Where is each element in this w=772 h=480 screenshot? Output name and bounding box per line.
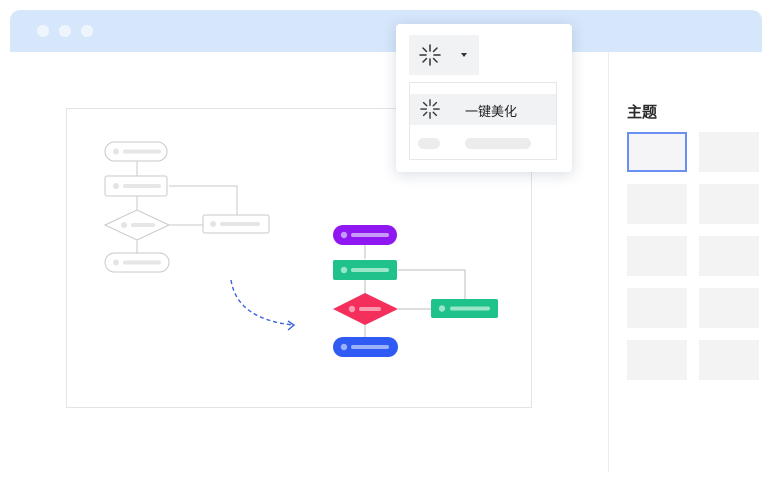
theme-swatch[interactable]	[627, 340, 687, 380]
theme-swatch[interactable]	[699, 236, 759, 276]
connector	[398, 269, 466, 299]
theme-swatch[interactable]	[699, 288, 759, 328]
beautify-menu: 一键美化	[409, 82, 557, 160]
transform-arrow-icon	[230, 279, 296, 331]
panel-title: 主题	[627, 103, 658, 121]
window-dot-1[interactable]	[37, 25, 49, 37]
theme-swatch[interactable]	[699, 184, 759, 224]
connector	[169, 185, 238, 215]
theme-swatch[interactable]	[627, 132, 687, 172]
sparkle-icon	[420, 99, 440, 119]
theme-swatch[interactable]	[699, 132, 759, 172]
caret-down-icon	[461, 53, 467, 57]
theme-swatch[interactable]	[627, 288, 687, 328]
theme-panel: 主题	[608, 52, 772, 472]
theme-swatch[interactable]	[699, 340, 759, 380]
menu-item-label: 一键美化	[465, 105, 518, 120]
beautify-dropdown-trigger[interactable]	[409, 35, 479, 75]
sparkle-icon	[419, 44, 441, 66]
styled-flowchart	[333, 225, 498, 357]
menu-item-beautify[interactable]: 一键美化	[410, 94, 556, 125]
beautify-dropdown: 一键美化	[396, 24, 572, 172]
title-bar	[10, 10, 762, 52]
menu-item-placeholder-label	[465, 138, 531, 149]
menu-item-placeholder-icon	[418, 138, 440, 149]
theme-swatch[interactable]	[627, 236, 687, 276]
flowchart-illustration	[103, 141, 498, 357]
plain-flowchart	[103, 141, 270, 273]
window-dot-2[interactable]	[59, 25, 71, 37]
window-dot-3[interactable]	[81, 25, 93, 37]
theme-swatch[interactable]	[627, 184, 687, 224]
